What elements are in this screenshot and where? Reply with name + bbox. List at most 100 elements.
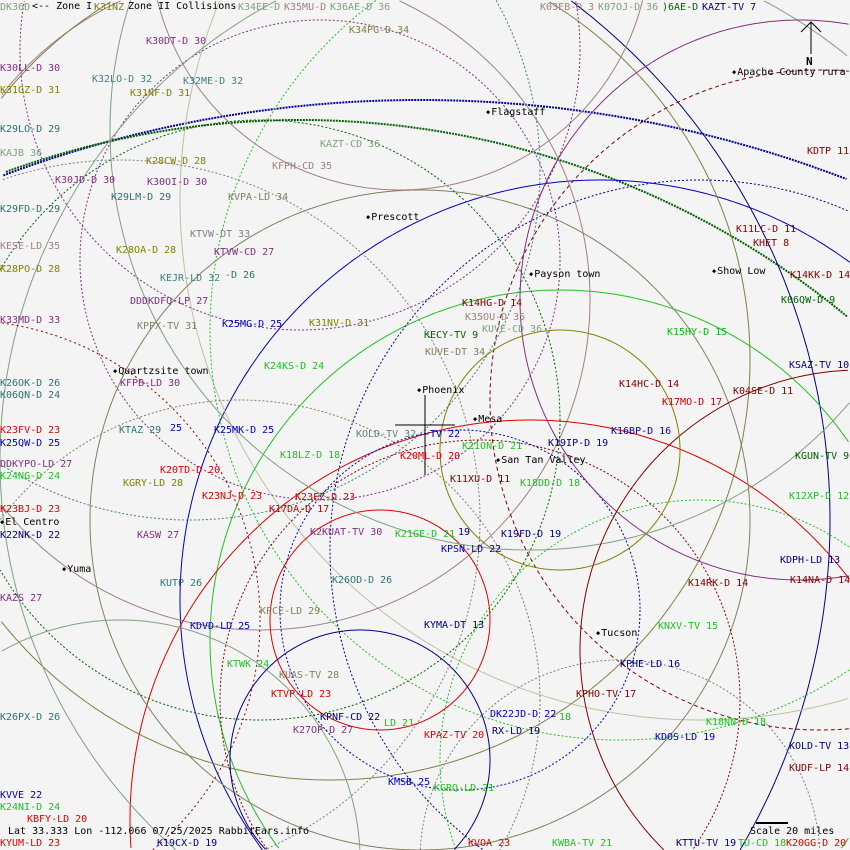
- station-label[interactable]: -D 26: [225, 270, 256, 281]
- station-label[interactable]: K03FB-D 3: [540, 2, 595, 13]
- station-label[interactable]: KFPB-LD 30: [120, 378, 181, 389]
- station-label[interactable]: K22NK-D 22: [0, 530, 61, 541]
- station-label[interactable]: KECY-TV 9: [424, 330, 479, 341]
- station-label[interactable]: K25MK-D 25: [214, 425, 275, 436]
- station-label[interactable]: KGRQ-LD 21: [434, 783, 495, 794]
- station-label[interactable]: K36AE-D 36: [330, 2, 391, 13]
- station-label[interactable]: DDKYPO-LD 27: [0, 459, 73, 470]
- station-label[interactable]: K33MD-D 33: [0, 315, 61, 326]
- station-label[interactable]: KTTU-TV 19: [676, 838, 737, 849]
- station-label[interactable]: KUVE-CD 36: [482, 324, 543, 335]
- station-label[interactable]: KDVD-LD 25: [190, 621, 251, 632]
- station-label[interactable]: K23NJ-D 23: [202, 491, 263, 502]
- station-label[interactable]: KVVE 22: [0, 790, 43, 801]
- station-label[interactable]: K30JD-D 30: [55, 175, 116, 186]
- station-label[interactable]: KAZT-CD 36: [320, 139, 381, 150]
- station-label[interactable]: K19CX-D 19: [157, 838, 218, 849]
- station-label[interactable]: K26OK-D 26: [0, 378, 61, 389]
- station-label[interactable]: K29LO-D 29: [0, 124, 61, 135]
- station-label[interactable]: KTVW-DT 33: [190, 229, 251, 240]
- station-label[interactable]: K24KS-D 24: [264, 361, 325, 372]
- station-label[interactable]: K35OU-D 35: [465, 312, 526, 323]
- station-label[interactable]: K23BJ-D 23: [0, 504, 61, 515]
- station-label[interactable]: K32ME-D 32: [183, 76, 244, 87]
- station-label[interactable]: DK22JD-D 22: [490, 709, 557, 720]
- station-label[interactable]: K23FZ-D 23: [295, 492, 356, 503]
- station-label[interactable]: K31NF-D 31: [130, 88, 191, 99]
- station-label[interactable]: KWBA-TV 21: [552, 838, 613, 849]
- station-label[interactable]: KFPH-CD 35: [272, 161, 333, 172]
- station-label[interactable]: K23FV-D 23: [0, 425, 61, 436]
- station-label[interactable]: K14RK-D 14: [688, 578, 749, 589]
- station-label[interactable]: 18: [559, 712, 572, 723]
- station-label[interactable]: K14KK-D 14: [790, 270, 850, 281]
- station-label[interactable]: K19FD-D 19: [501, 529, 562, 540]
- station-label[interactable]: K29LM-D 29: [111, 192, 172, 203]
- station-label[interactable]: K25MG-D 25: [222, 319, 283, 330]
- station-label[interactable]: K21GE-D 21: [395, 529, 456, 540]
- station-label[interactable]: KAZT-TV 7: [702, 2, 757, 13]
- station-label[interactable]: K20TD-D 20: [160, 465, 221, 476]
- station-label[interactable]: KAZS 27: [0, 593, 43, 604]
- station-label[interactable]: KEJR-LD 32: [160, 273, 221, 284]
- station-label[interactable]: K29FD-D 29: [0, 204, 61, 215]
- station-label[interactable]: KGUN-TV 9: [795, 451, 850, 462]
- station-label[interactable]: K20GG-D 20: [786, 838, 847, 849]
- station-label[interactable]: 19: [458, 527, 471, 538]
- station-label[interactable]: KUVE-DT 34: [425, 347, 486, 358]
- station-label[interactable]: K30LL-D 30: [0, 63, 61, 74]
- station-label[interactable]: K30OI-D 30: [147, 177, 208, 188]
- station-label[interactable]: KUAS-TV 28: [279, 670, 340, 681]
- station-label[interactable]: K06QN-D 24: [0, 390, 61, 401]
- station-label[interactable]: K25QW-D 25: [0, 438, 61, 449]
- station-label[interactable]: K07OJ-D 36: [598, 2, 659, 13]
- station-label[interactable]: K20ML-D 20: [400, 451, 461, 462]
- station-label[interactable]: 25: [170, 423, 183, 434]
- station-label[interactable]: KYUM-LD 23: [0, 838, 61, 849]
- station-label[interactable]: KTWK 24: [227, 659, 270, 670]
- station-label[interactable]: KPNF-CD 22: [320, 712, 381, 723]
- station-label[interactable]: K26OD-D 26: [332, 575, 393, 586]
- station-label[interactable]: K14NA-D 14: [790, 575, 850, 586]
- station-label[interactable]: KOLD-TV 32: [356, 429, 417, 440]
- station-label[interactable]: KPSN-LD 22: [441, 544, 502, 555]
- station-label[interactable]: KPAZ-TV 20: [424, 730, 485, 741]
- station-label[interactable]: KHET 8: [753, 238, 790, 249]
- station-label[interactable]: K14HG-D 14: [462, 298, 523, 309]
- station-label[interactable]: K34EE-D: [238, 2, 281, 13]
- station-label[interactable]: K18DD-D 18: [520, 478, 581, 489]
- station-label[interactable]: KPHE-LD 16: [620, 659, 681, 670]
- station-label[interactable]: K19IP-D 19: [548, 438, 609, 449]
- station-label[interactable]: K28OA-D 28: [116, 245, 177, 256]
- station-label[interactable]: K34PG-D 34: [349, 25, 410, 36]
- station-label[interactable]: DDDKDFQ-LP 27: [130, 296, 209, 307]
- station-label[interactable]: K17DA-D 17: [269, 504, 330, 515]
- station-label[interactable]: K17MO-D 17: [662, 397, 723, 408]
- station-label[interactable]: KUDF-LP 14: [789, 763, 850, 774]
- station-label[interactable]: K12XP-D 12: [789, 491, 850, 502]
- station-label[interactable]: K04SE-D 11: [733, 386, 794, 397]
- station-label[interactable]: K11LC-D 11: [736, 224, 797, 235]
- station-label[interactable]: KASW 27: [137, 530, 180, 541]
- station-label[interactable]: KYMA-DT 13: [424, 620, 485, 631]
- station-label[interactable]: KNXV-TV 15: [658, 621, 719, 632]
- station-label[interactable]: RX-LD 19: [492, 726, 541, 737]
- station-label[interactable]: KUTP 26: [160, 578, 203, 589]
- station-label[interactable]: TU-CD 18: [738, 838, 787, 849]
- station-label[interactable]: K24NI-D 24: [0, 802, 61, 813]
- station-label[interactable]: KOLD-TV 13: [789, 741, 850, 752]
- station-label[interactable]: K28PO-D 28: [0, 264, 61, 275]
- station-label[interactable]: K26PX-D 26: [0, 712, 61, 723]
- station-label[interactable]: K2KUAT-TV 30: [310, 527, 383, 538]
- station-label[interactable]: K16BP-D 16: [611, 426, 672, 437]
- station-label[interactable]: K11XU-D 11: [450, 474, 511, 485]
- station-label[interactable]: K32LO-D 32: [92, 74, 153, 85]
- station-label[interactable]: KBFY-LD 20: [27, 814, 88, 825]
- station-label[interactable]: KAJB 36: [0, 148, 43, 159]
- station-label[interactable]: K24NG-D 24: [0, 471, 61, 482]
- station-label[interactable]: K30DT-D 30: [146, 36, 207, 47]
- station-label[interactable]: )6AE-D: [662, 2, 699, 13]
- station-label[interactable]: KPCE-LD 29: [260, 606, 321, 617]
- station-label[interactable]: K18NN-D 18: [706, 717, 767, 728]
- station-label[interactable]: DK36D: [0, 2, 31, 13]
